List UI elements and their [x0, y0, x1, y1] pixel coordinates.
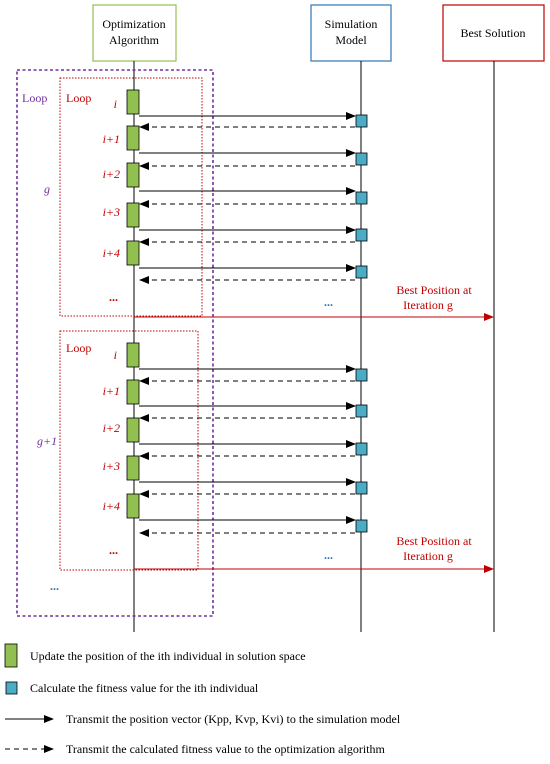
iteration-label-i-plus-4: i+4 [103, 246, 120, 260]
calculate-activation-box [355, 228, 368, 242]
update-activation-box [126, 89, 140, 115]
outer-loop-frame [16, 69, 214, 617]
legend-update-text: Update the position of the ith individua… [30, 649, 306, 663]
legend-transmit-position-text: Transmit the position vector (Kpp, Kvp, … [66, 712, 401, 726]
calculate-activation-box [355, 442, 368, 456]
best-position-label-line1: Best Position at [396, 534, 472, 548]
lifeline-header-optimization: Optimization Algorithm [92, 4, 177, 62]
simulation-title-line2: Model [335, 33, 367, 47]
calculate-activation-box [355, 265, 368, 279]
best-position-label-line2: Iteration g [403, 549, 453, 563]
calculate-activation-box [355, 519, 368, 533]
inner-loop-label: Loop [66, 341, 91, 355]
iteration-label-i-plus-3: i+3 [103, 459, 120, 473]
legend-update-swatch [4, 643, 18, 668]
lifeline-header-best-solution: Best Solution [442, 4, 545, 62]
update-activation-box [126, 240, 140, 266]
inner-loop-label: Loop [66, 91, 91, 105]
outer-loop-label: Loop [22, 91, 47, 105]
inner-loop-frame [59, 77, 203, 317]
inner-loop-1: Loop i i+1 i+2 i+3 i+4 ... ... Be [59, 77, 494, 321]
best-solution-title: Best Solution [460, 26, 525, 40]
inner-loop-ellipsis: ... [109, 290, 118, 304]
optimization-title-line1: Optimization [102, 17, 165, 31]
optimization-title-line2: Algorithm [109, 33, 160, 47]
iteration-label-i-plus-4: i+4 [103, 499, 120, 513]
legend-calculate-swatch [5, 681, 18, 695]
inner-loop-frame [59, 330, 199, 571]
inner-loop-2: Loop i i+1 i+2 i+3 i+4 ... ... Best Posi… [59, 330, 494, 573]
lifeline-header-simulation: Simulation Model [310, 4, 392, 62]
iteration-label-i-plus-1: i+1 [103, 384, 120, 398]
outer-iteration-label-g-plus-1: g+1 [37, 434, 57, 448]
calculate-activation-box [355, 368, 368, 382]
update-activation-box [126, 493, 140, 519]
legend-calculate-text: Calculate the fitness value for the ith … [30, 681, 259, 695]
best-position-label-line2: Iteration g [403, 298, 453, 312]
update-activation-box [126, 342, 140, 368]
simulation-ellipsis: ... [324, 548, 333, 562]
calculate-activation-box [355, 191, 368, 205]
iteration-label-i-plus-2: i+2 [103, 167, 120, 181]
update-activation-box [126, 417, 140, 443]
legend-transmit-fitness-text: Transmit the calculated fitness value to… [66, 742, 385, 756]
iteration-label-i: i [114, 348, 117, 362]
iteration-label-i-plus-3: i+3 [103, 205, 120, 219]
update-activation-box [126, 379, 140, 405]
simulation-ellipsis: ... [324, 295, 333, 309]
best-position-label-line1: Best Position at [396, 283, 472, 297]
simulation-title-line1: Simulation [325, 17, 378, 31]
iteration-label-i: i [114, 97, 117, 111]
outer-iteration-label-g: g [44, 182, 50, 196]
update-activation-box [126, 125, 140, 151]
update-activation-box [126, 202, 140, 228]
update-activation-box [126, 162, 140, 188]
calculate-activation-box [355, 152, 368, 166]
outer-loop-ellipsis: ... [50, 579, 59, 593]
calculate-activation-box [355, 404, 368, 418]
inner-loop-ellipsis: ... [109, 543, 118, 557]
legend: Update the position of the ith individua… [4, 643, 401, 756]
iteration-label-i-plus-1: i+1 [103, 132, 120, 146]
calculate-activation-box [355, 481, 368, 495]
iteration-label-i-plus-2: i+2 [103, 421, 120, 435]
update-activation-box [126, 455, 140, 481]
calculate-activation-box [355, 114, 368, 128]
